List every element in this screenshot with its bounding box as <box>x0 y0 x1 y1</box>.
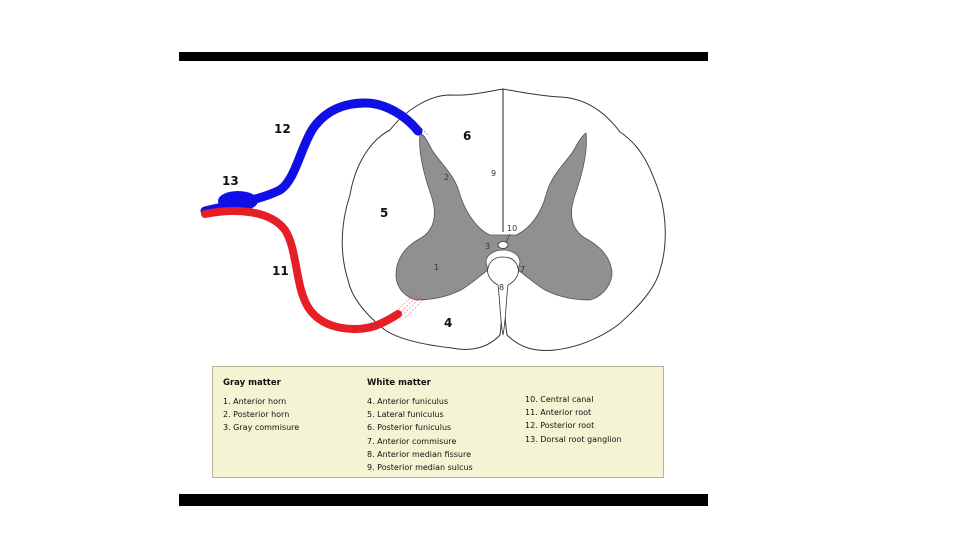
legend-item: 5. Lateral funiculus <box>367 410 444 420</box>
legend-other-list: 10. Central canal 11. Anterior root 12. … <box>525 393 622 446</box>
label-13: 13 <box>222 174 239 188</box>
legend-gray-matter-title: Gray matter <box>223 378 281 388</box>
label-3: 3 <box>485 242 490 251</box>
label-12: 12 <box>274 122 291 136</box>
legend-item: 8. Anterior median fissure <box>367 449 472 459</box>
posterior-root <box>200 98 423 216</box>
top-frame-bar <box>179 52 708 61</box>
legend-gray-matter-list: 1. Anterior horn 2. Posterior horn 3. Gr… <box>223 395 299 435</box>
label-4: 4 <box>444 316 452 330</box>
legend-item: 10. Central canal <box>525 395 594 404</box>
label-9: 9 <box>491 169 496 178</box>
gray-matter <box>395 132 613 301</box>
label-2: 2 <box>444 173 449 182</box>
legend-item: 6. Posterior funiculus <box>367 423 452 433</box>
label-10: 10 <box>507 224 517 233</box>
bottom-frame-bar <box>179 494 708 506</box>
label-8: 8 <box>499 283 504 292</box>
legend-white-matter-list: 4. Anterior funiculus 5. Lateral funicul… <box>367 395 473 474</box>
label-7: 7 <box>520 265 525 274</box>
label-6: 6 <box>463 129 471 143</box>
label-5: 5 <box>380 206 388 220</box>
legend-item: 9. Posterior median sulcus <box>367 463 473 473</box>
legend-item: 13. Dorsal root ganglion <box>525 434 622 444</box>
central-canal-pointer <box>505 233 511 243</box>
anterior-root-fibers <box>395 291 426 319</box>
anterior-root <box>201 207 402 333</box>
legend-item: 1. Anterior horn <box>223 397 287 406</box>
legend-item: 3. Gray commisure <box>223 423 300 433</box>
legend-item: 7. Anterior commisure <box>367 436 457 446</box>
legend-box: Gray matter 1. Anterior horn 2. Posterio… <box>212 366 664 478</box>
legend-item: 4. Anterior funiculus <box>367 397 449 406</box>
posterior-root-fibers <box>415 125 430 139</box>
central-canal <box>497 241 509 249</box>
label-1: 1 <box>434 263 439 272</box>
legend-item: 12. Posterior root <box>525 421 595 431</box>
label-11: 11 <box>272 264 289 278</box>
anterior-median-fissure <box>487 256 519 336</box>
legend-white-matter-title: White matter <box>367 378 431 388</box>
legend-item: 11. Anterior root <box>525 408 592 418</box>
dorsal-root-ganglion <box>218 191 258 211</box>
legend-item: 2. Posterior horn <box>223 410 290 420</box>
